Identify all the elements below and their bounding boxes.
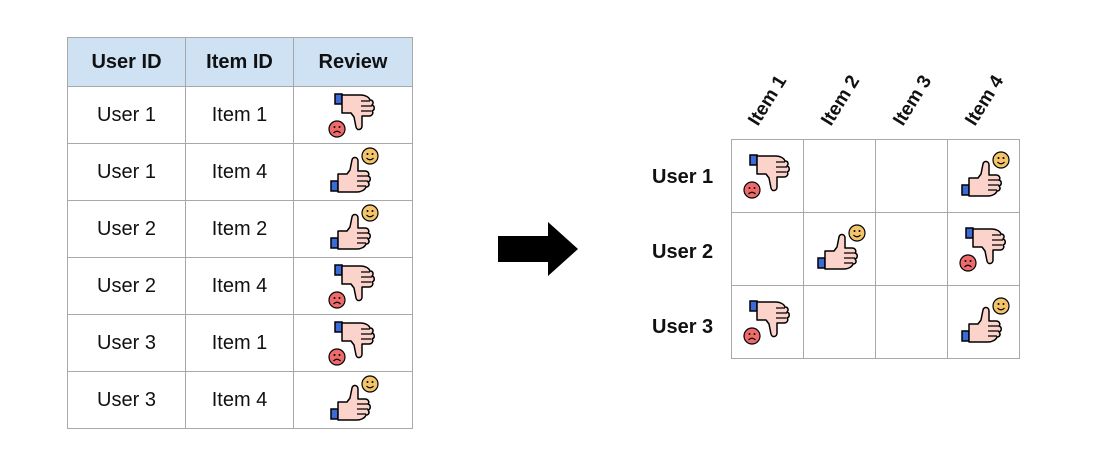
matrix-cell [947,212,1020,286]
matrix-cell [875,285,948,359]
cell-item-id: Item 2 [185,200,294,258]
thumbs-up-with-smiley-icon [816,224,866,270]
cell-item-id: Item 4 [185,257,294,315]
cell-review [293,314,413,372]
matrix-cell [803,212,876,286]
thumbs-up-with-smiley-icon [960,297,1010,343]
matrix-cell [803,139,876,213]
matrix-cell [875,139,948,213]
matrix-cell [731,139,804,213]
cell-review [293,257,413,315]
matrix-row [731,139,1020,213]
matrix-col-label-item-4: Item 4 [961,71,1009,130]
thumbs-down-with-sad-face-icon [328,93,375,138]
table-header-row: User ID Item ID Review [67,37,413,87]
cell-user-id: User 2 [67,257,186,315]
thumbs-down-with-sad-face-icon [742,300,790,345]
thumbs-down-with-sad-face-icon [328,264,375,309]
cell-review [293,86,413,144]
thumbs-down-with-sad-face-icon [328,321,375,366]
matrix-cell [947,285,1020,359]
cell-user-id: User 3 [67,371,186,429]
right-arrow-icon [498,222,578,276]
matrix-cell [731,285,804,359]
matrix-cell [875,212,948,286]
cell-item-id: Item 4 [185,371,294,429]
matrix-row-label-user-3: User 3 [652,316,714,338]
matrix-row [731,212,1020,286]
matrix-col-label-item-3: Item 3 [889,71,937,130]
matrix-col-label-item-1: Item 1 [744,71,792,130]
matrix-row-label-user-1: User 1 [652,166,714,188]
cell-review [293,371,413,429]
header-user-id: User ID [67,37,186,87]
matrix-cell [731,212,804,286]
thumbs-up-with-smiley-icon [330,204,379,250]
cell-user-id: User 1 [67,86,186,144]
cell-user-id: User 3 [67,314,186,372]
matrix-cell [803,285,876,359]
user-item-matrix [731,139,1020,359]
matrix-cell [947,139,1020,213]
cell-item-id: Item 1 [185,314,294,372]
header-item-id: Item ID [185,37,294,87]
thumbs-down-with-sad-face-icon [958,227,1006,272]
header-review: Review [293,37,413,87]
cell-review [293,200,413,258]
thumbs-up-with-smiley-icon [960,151,1010,197]
cell-user-id: User 2 [67,200,186,258]
matrix-row [731,285,1020,359]
cell-review [293,143,413,201]
cell-item-id: Item 4 [185,143,294,201]
thumbs-up-with-smiley-icon [330,375,379,421]
cell-item-id: Item 1 [185,86,294,144]
matrix-col-label-item-2: Item 2 [817,71,865,130]
thumbs-up-with-smiley-icon [330,147,379,193]
matrix-row-label-user-2: User 2 [652,241,714,263]
cell-user-id: User 1 [67,143,186,201]
thumbs-down-with-sad-face-icon [742,154,790,199]
